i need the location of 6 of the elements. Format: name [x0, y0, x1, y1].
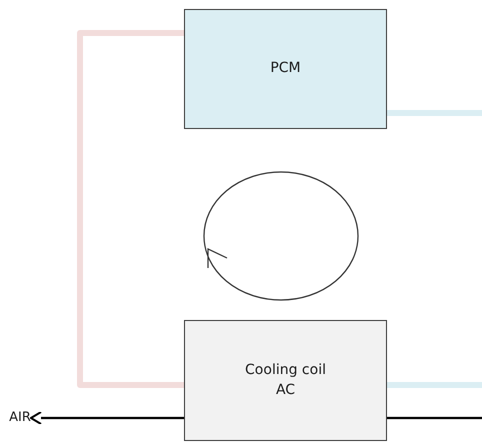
arrow: [30, 411, 184, 425]
pcm-box: [184, 9, 387, 129]
cooling-coil-box: [184, 320, 387, 441]
box-label: PCM: [270, 59, 301, 78]
box-label: Cooling coil AC: [244, 360, 327, 400]
air-label: AIR: [4, 409, 36, 427]
